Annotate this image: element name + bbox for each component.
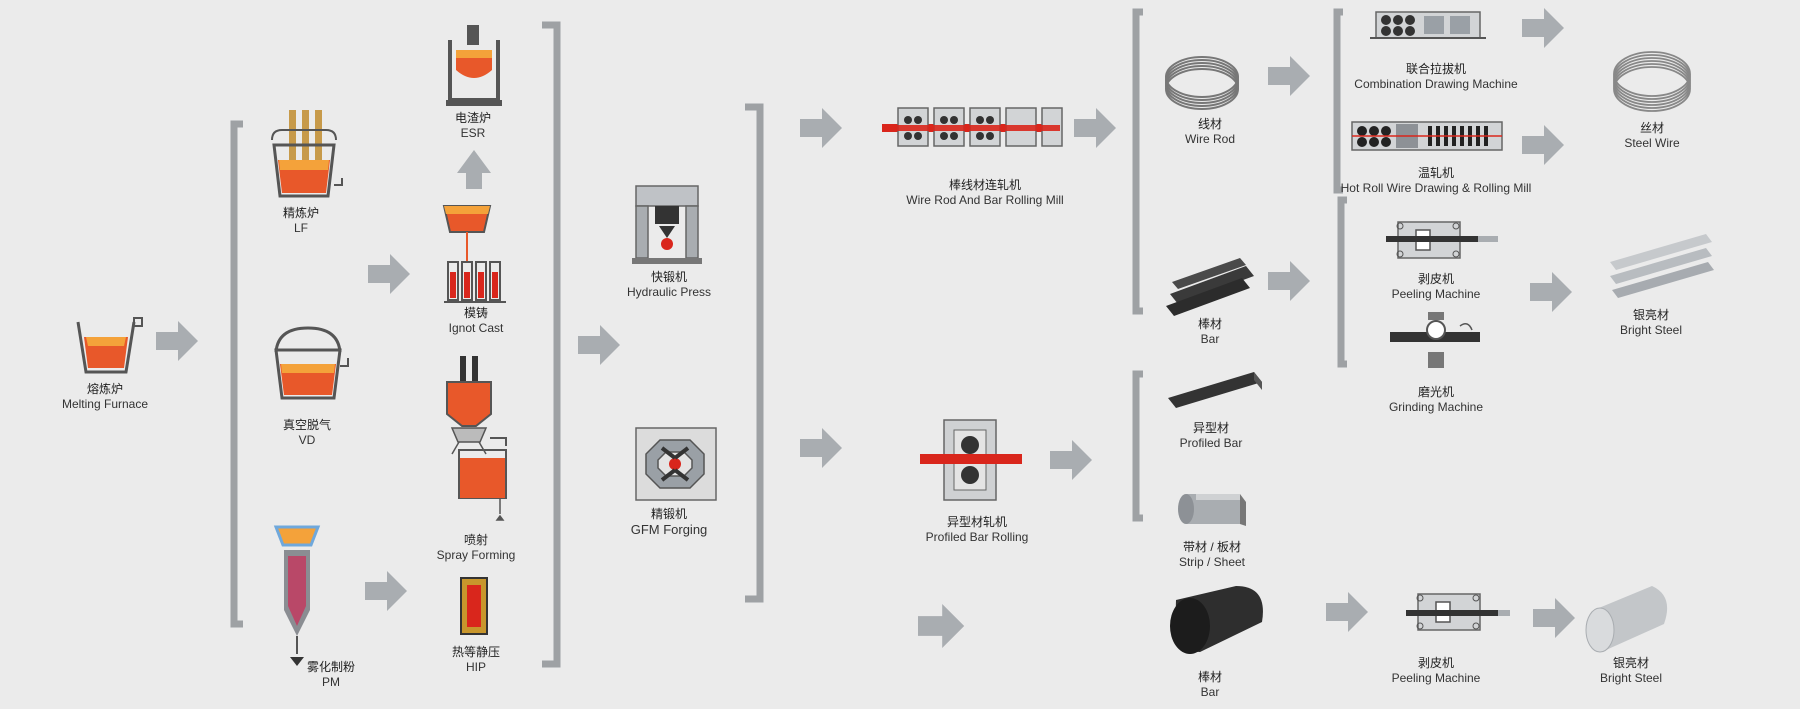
label-spray-forming: 喷射 Spray Forming bbox=[436, 533, 516, 562]
gfm-forging-icon bbox=[635, 427, 717, 501]
pm-icon bbox=[273, 525, 321, 666]
label-strip-sheet: 带材 / 板材 Strip / Sheet bbox=[1178, 540, 1246, 569]
bracket-refining bbox=[230, 120, 243, 628]
bracket-bar-finishing bbox=[1337, 196, 1347, 368]
bright-steel-bottom-icon bbox=[1585, 586, 1668, 653]
peeling-machine-top-icon bbox=[1386, 221, 1498, 259]
bar-bottom-icon bbox=[1170, 586, 1263, 654]
profiled-bar-rolling-icon bbox=[920, 419, 1022, 501]
label-hydraulic-press: 快锻机 Hydraulic Press bbox=[626, 270, 712, 299]
bracket-wire-finishing bbox=[1333, 8, 1343, 194]
label-hip: 热等静压 HIP bbox=[451, 645, 500, 674]
label-pm: 雾化制粉 PM bbox=[306, 660, 355, 689]
label-peeling-top: 剥皮机 Peeling Machine bbox=[1391, 272, 1481, 301]
label-melting-furnace: 熔炼炉 Melting Furnace bbox=[61, 382, 149, 411]
combination-drawing-icon bbox=[1370, 11, 1486, 39]
bracket-remelting bbox=[542, 21, 561, 668]
profiled-bar-icon bbox=[1168, 372, 1262, 408]
label-vd: 真空脱气 VD bbox=[282, 418, 331, 447]
bar-top-icon bbox=[1166, 258, 1254, 316]
label-peeling-bottom: 剥皮机 Peeling Machine bbox=[1391, 656, 1481, 685]
label-wire-rod: 线材 Wire Rod bbox=[1184, 117, 1235, 146]
bracket-forging bbox=[745, 103, 764, 603]
ingot-cast-icon bbox=[442, 205, 506, 303]
grinding-machine-icon bbox=[1390, 312, 1480, 368]
label-esr: 电渣炉 ESR bbox=[454, 111, 491, 140]
peeling-machine-bottom-icon bbox=[1406, 593, 1510, 631]
wire-rod-icon bbox=[1165, 56, 1239, 110]
melting-furnace-icon bbox=[76, 317, 143, 374]
hot-roll-wire-icon bbox=[1351, 121, 1503, 151]
label-ingot-cast: 模铸 Ignot Cast bbox=[448, 306, 504, 335]
bright-steel-top-icon bbox=[1610, 234, 1714, 298]
esr-icon bbox=[446, 25, 502, 106]
label-bar-top: 棒材 Bar bbox=[1197, 317, 1222, 346]
rolling-mill-icon bbox=[882, 107, 1063, 147]
lf-icon bbox=[271, 110, 343, 198]
label-combination-drawing: 联合拉拔机 Combination Drawing Machine bbox=[1354, 62, 1518, 91]
label-gfm-forging: 精锻机 GFM Forging bbox=[630, 507, 708, 537]
hip-icon bbox=[460, 577, 488, 635]
bracket-profiled-products bbox=[1132, 370, 1143, 522]
label-steel-wire: 丝材 Steel Wire bbox=[1624, 121, 1680, 150]
label-grinding: 磨光机 Grinding Machine bbox=[1388, 385, 1484, 414]
label-profiled-bar-rolling: 异型材轧机 Profiled Bar Rolling bbox=[925, 515, 1029, 544]
spray-forming-icon bbox=[446, 356, 507, 521]
label-lf: 精炼炉 LF bbox=[282, 206, 319, 235]
label-bar-bottom: 棒材 Bar bbox=[1197, 670, 1222, 699]
label-hot-roll-wire: 温轧机 Hot Roll Wire Drawing & Rolling Mill bbox=[1340, 166, 1532, 195]
strip-sheet-icon bbox=[1178, 494, 1246, 526]
label-profiled-bar: 异型材 Profiled Bar bbox=[1179, 421, 1243, 450]
steel-wire-icon bbox=[1613, 51, 1691, 112]
label-rolling-mill: 棒线材连轧机 Wire Rod And Bar Rolling Mill bbox=[906, 178, 1064, 207]
hydraulic-press-icon bbox=[632, 185, 702, 264]
bracket-rolling-products bbox=[1132, 8, 1143, 315]
label-bright-steel-top: 银亮材 Bright Steel bbox=[1619, 308, 1683, 337]
label-bright-steel-bottom: 银亮材 Bright Steel bbox=[1599, 656, 1663, 685]
vd-icon bbox=[274, 326, 349, 400]
arrow-ingot-to-esr bbox=[457, 150, 491, 189]
